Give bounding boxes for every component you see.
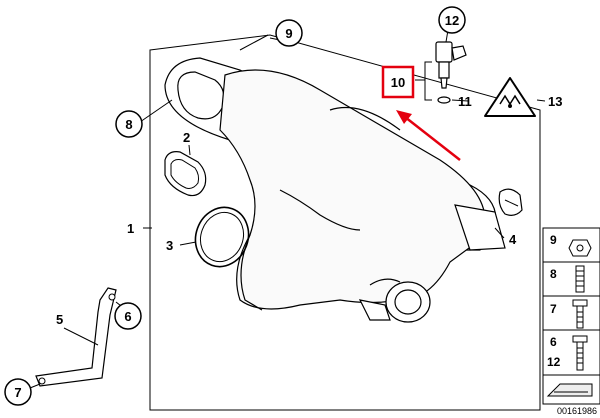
callout-6-label: 6 — [124, 309, 131, 324]
item-10-bracket-line — [415, 61, 432, 101]
label-3[interactable]: 3 — [166, 238, 173, 253]
label-1[interactable]: 1 — [127, 221, 134, 236]
bracket-5 — [35, 287, 117, 387]
legend-item-9: 9 — [550, 233, 557, 247]
label-13[interactable]: 13 — [548, 94, 562, 109]
label-11[interactable]: 11 — [458, 94, 472, 109]
fastener-legend: 9 8 7 6 12 — [542, 227, 600, 405]
seal-11 — [437, 96, 451, 104]
gasket-2 — [164, 151, 207, 197]
callout-10-label: 10 — [391, 75, 405, 90]
callout-10-highlighted[interactable]: 10 — [381, 65, 415, 99]
legend-item-6: 6 — [550, 335, 557, 349]
warning-label-13 — [484, 77, 536, 117]
label-4[interactable]: 4 — [509, 232, 517, 247]
intake-manifold — [164, 57, 506, 323]
leader-lines — [29, 29, 546, 389]
callout-7-label: 7 — [14, 385, 21, 400]
callout-12[interactable]: 12 — [438, 6, 466, 34]
legend-item-8: 8 — [550, 267, 557, 281]
callout-9[interactable]: 9 — [275, 19, 303, 47]
sensor-12 — [435, 41, 467, 89]
callout-8[interactable]: 8 — [115, 110, 143, 138]
screw-icon — [572, 335, 588, 371]
label-5[interactable]: 5 — [56, 312, 63, 327]
o-ring-3 — [194, 206, 250, 268]
label-2[interactable]: 2 — [183, 130, 190, 145]
bolt-icon — [572, 299, 588, 329]
callout-9-label: 9 — [285, 26, 292, 41]
callout-12-label: 12 — [445, 13, 459, 28]
highlight-arrow — [396, 110, 461, 161]
arrow-icon — [546, 383, 593, 397]
nut-icon — [568, 239, 592, 257]
assembly-frame — [149, 34, 541, 411]
stud-icon — [575, 265, 585, 293]
callout-7[interactable]: 7 — [4, 378, 32, 406]
callout-8-label: 8 — [125, 117, 132, 132]
callout-6[interactable]: 6 — [114, 302, 142, 330]
legend-item-7: 7 — [550, 302, 557, 316]
legend-item-12: 12 — [547, 355, 561, 369]
diagram-number: 00161986 — [557, 406, 597, 416]
